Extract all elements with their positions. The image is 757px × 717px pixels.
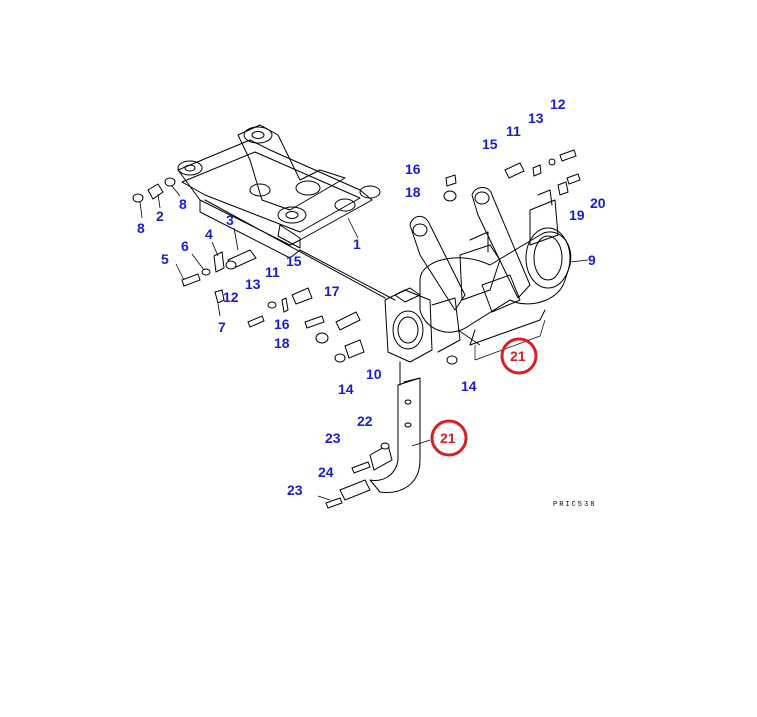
- callout-24: 24: [318, 464, 334, 480]
- drawing-code: PRIC538: [553, 501, 596, 509]
- callout-4: 4: [205, 226, 213, 242]
- callout-12-right: 12: [550, 96, 566, 112]
- callout-16-left: 16: [274, 316, 290, 332]
- callout-13-right: 13: [528, 110, 544, 126]
- callout-16-right: 16: [405, 161, 421, 177]
- callout-18-left: 18: [274, 335, 290, 351]
- callout-2: 2: [156, 208, 164, 224]
- callout-8-bottom: 8: [137, 220, 145, 236]
- cross-shaft-assembly: [409, 187, 572, 361]
- callout-15-right: 15: [482, 136, 498, 152]
- main-frame: [177, 124, 396, 301]
- callout-5: 5: [161, 251, 169, 267]
- callout-22: 22: [357, 413, 373, 429]
- callout-14-right: 14: [461, 378, 477, 394]
- callout-7: 7: [218, 319, 226, 335]
- svg-text:21: 21: [510, 348, 526, 364]
- callout-11-left: 11: [265, 264, 280, 280]
- highlight-21-lower: 21: [430, 419, 468, 457]
- callout-12-left: 12: [223, 289, 239, 305]
- callout-13-left: 13: [245, 276, 261, 292]
- svg-text:21: 21: [440, 430, 456, 446]
- callout-18-right: 18: [405, 184, 421, 200]
- callout-17: 17: [324, 283, 340, 299]
- callout-19: 19: [569, 207, 585, 223]
- hardware-items: [132, 149, 581, 509]
- callout-1: 1: [353, 236, 361, 252]
- callout-9: 9: [588, 252, 596, 268]
- callout-23-top: 23: [325, 430, 341, 446]
- callout-labels: 1 2 3 4 5 6 7 8 8 9 10 11 11 12 12 13 13…: [137, 96, 606, 498]
- callout-20: 20: [590, 195, 606, 211]
- callout-6: 6: [181, 238, 189, 254]
- callout-10: 10: [366, 366, 382, 382]
- callout-23-bottom: 23: [287, 482, 303, 498]
- bracket-and-arm: [369, 287, 461, 494]
- leader-lines: [139, 185, 589, 501]
- callout-8-top: 8: [179, 196, 187, 212]
- highlighted-callouts: 21 21: [430, 337, 538, 457]
- callout-14-left: 14: [338, 381, 354, 397]
- callout-15-left: 15: [286, 253, 302, 269]
- callout-3: 3: [226, 212, 234, 228]
- highlight-21-upper: 21: [500, 337, 538, 375]
- callout-11-right: 11: [506, 123, 521, 139]
